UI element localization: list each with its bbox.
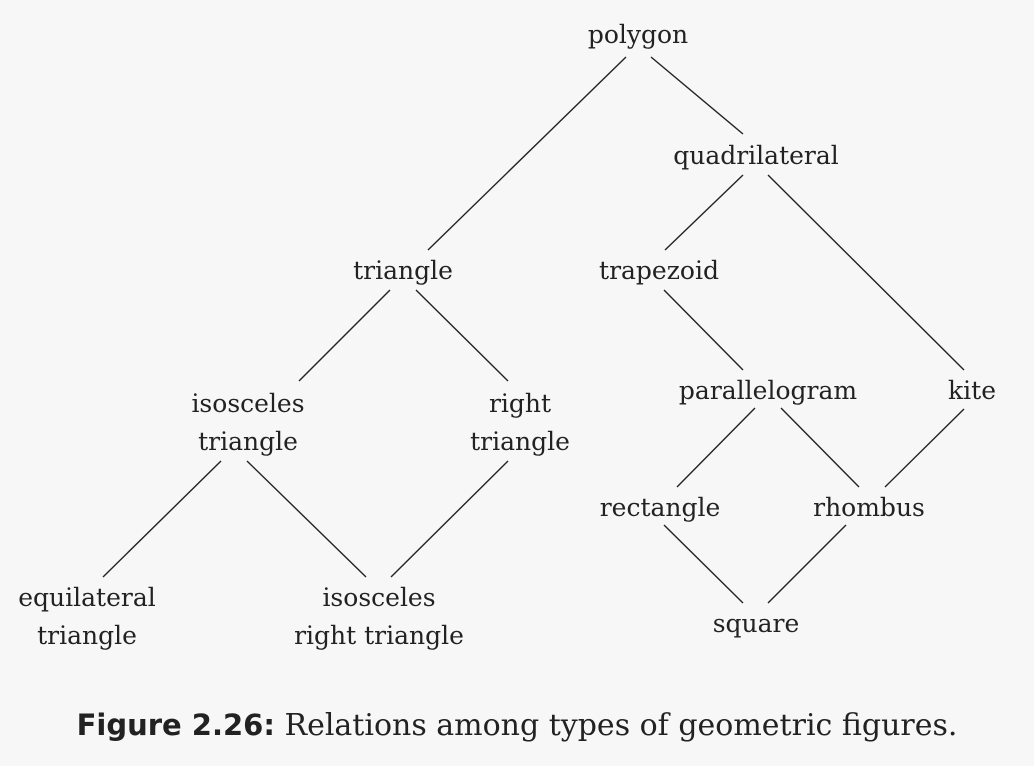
edge-polygon-to-quadrilateral — [650, 56, 744, 135]
node-kite-line-1: kite — [948, 376, 996, 405]
node-triangle-line-1: triangle — [353, 256, 453, 285]
node-isosceles-triangle-line-2: triangle — [198, 427, 298, 456]
node-square: square — [713, 609, 800, 638]
node-isosceles-right-triangle: isosceles right triangle — [294, 583, 464, 650]
node-polygon-line-1: polygon — [588, 20, 688, 49]
node-parallelogram: parallelogram — [679, 376, 857, 405]
edge-isosceles-triangle-to-equilateral-triangle — [102, 460, 222, 578]
node-equilateral-triangle-line-1: equilateral — [18, 583, 156, 612]
node-rectangle: rectangle — [600, 493, 721, 522]
node-rectangle-line-1: rectangle — [600, 493, 721, 522]
edge-parallelogram-to-rectangle — [676, 407, 756, 488]
diagram-nodes: polygon quadrilateral triangle trapezoid iso… — [18, 20, 996, 650]
node-equilateral-triangle: equilateral triangle — [18, 583, 156, 650]
edge-rectangle-to-square — [663, 524, 744, 604]
node-rhombus-line-1: rhombus — [813, 493, 925, 522]
node-polygon: polygon — [588, 20, 688, 49]
node-trapezoid: trapezoid — [599, 256, 719, 285]
edge-kite-to-rhombus — [884, 408, 965, 488]
node-triangle: triangle — [353, 256, 453, 285]
node-isosceles-triangle: isosceles triangle — [191, 389, 304, 456]
node-isosceles-triangle-line-1: isosceles — [191, 389, 304, 418]
edge-parallelogram-to-rhombus — [780, 407, 860, 488]
node-quadrilateral-line-1: quadrilateral — [673, 141, 839, 170]
node-trapezoid-line-1: trapezoid — [599, 256, 719, 285]
node-equilateral-triangle-line-2: triangle — [37, 621, 137, 650]
node-kite: kite — [948, 376, 996, 405]
node-square-line-1: square — [713, 609, 800, 638]
node-right-triangle: right triangle — [470, 389, 570, 456]
figure-caption: Figure 2.26: Relations among types of ge… — [0, 708, 1034, 743]
edge-polygon-to-triangle — [427, 56, 627, 251]
node-quadrilateral: quadrilateral — [673, 141, 839, 170]
node-isosceles-right-triangle-line-2: right triangle — [294, 621, 464, 650]
figure-caption-label: Figure 2.26: — [76, 708, 275, 742]
edge-rhombus-to-square — [767, 524, 847, 604]
edge-right-triangle-to-isosceles-right-triangle — [390, 460, 509, 578]
node-parallelogram-line-1: parallelogram — [679, 376, 857, 405]
edge-triangle-to-isosceles-triangle — [298, 289, 391, 382]
figure-caption-text: Relations among types of geometric figur… — [284, 708, 958, 743]
edge-quadrilateral-to-trapezoid — [664, 174, 744, 251]
edge-triangle-to-right-triangle — [415, 289, 509, 382]
edge-trapezoid-to-parallelogram — [663, 289, 744, 371]
node-rhombus: rhombus — [813, 493, 925, 522]
edge-isosceles-triangle-to-isosceles-right-triangle — [246, 460, 367, 578]
node-isosceles-right-triangle-line-1: isosceles — [322, 583, 435, 612]
node-right-triangle-line-1: right — [489, 389, 551, 418]
edge-quadrilateral-to-kite — [767, 174, 965, 371]
node-right-triangle-line-2: triangle — [470, 427, 570, 456]
diagram-edges — [102, 56, 965, 604]
